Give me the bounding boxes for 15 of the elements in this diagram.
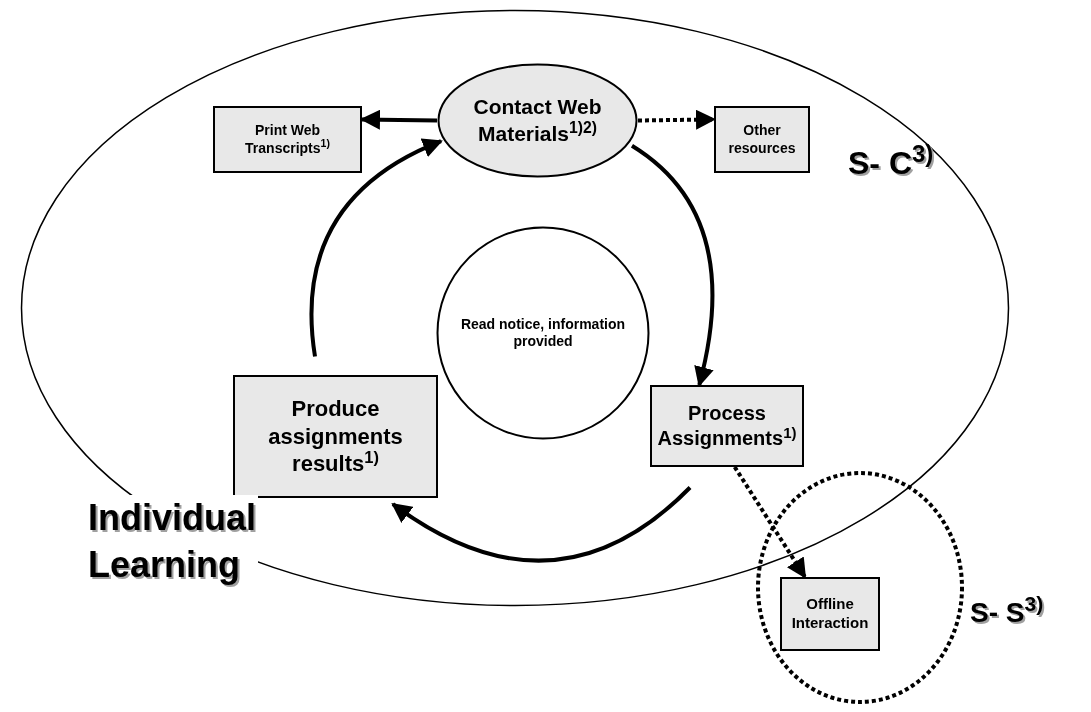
process-box: Offline Interaction xyxy=(780,577,880,651)
process-box: Print Web Transcripts$^{1)}$ xyxy=(213,106,362,173)
arrow xyxy=(637,109,716,130)
arrow xyxy=(391,486,692,563)
process-ellipse: Contact Web Materials$^{1)2)}$ xyxy=(437,63,638,178)
arrow xyxy=(309,139,443,357)
process-box: Other resources xyxy=(714,106,810,173)
process-box: Process Assignments$^{1)}$ xyxy=(650,385,804,467)
arrow xyxy=(630,144,715,387)
process-box: Produce assignments results$^{1)}$ xyxy=(233,375,438,498)
center-circle: Read notice, information provided xyxy=(436,226,650,440)
region-label: S- C$^{3)}$ xyxy=(848,139,934,183)
arrow xyxy=(360,109,438,130)
arrow xyxy=(733,465,807,579)
region-label: S- S$^{3)}$ xyxy=(970,591,1044,630)
